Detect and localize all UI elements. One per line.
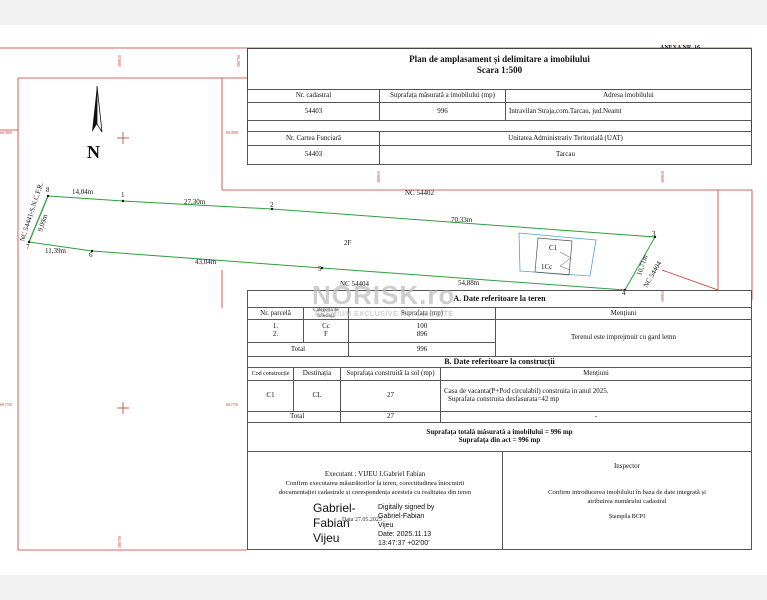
digital-line3: Vijeu: [378, 522, 394, 529]
digital-line2: Gabriel-Fabian: [378, 513, 425, 520]
category-1: Cc: [322, 322, 330, 331]
surface-1: 100: [416, 322, 428, 331]
digital-signature: Digitally signed by Gabriel-Fabian Vijeu…: [378, 503, 434, 548]
category-col: Cc F: [303, 319, 349, 343]
executant-line2: documentației cadastrale și corespondenț…: [278, 489, 472, 496]
total-label-a: Total: [247, 342, 349, 357]
executant-title: Executant : VIJEU I.Gabriel Fabian: [324, 470, 426, 478]
executant-line1: Confirm executarea măsurătorilor la tere…: [285, 480, 465, 487]
dist-2-3: 70,33m: [451, 216, 473, 224]
h-surface: Suprafața măsurată a imobilului (mp): [379, 89, 506, 103]
mention-a: Terenul este imprejmuit cu gard lemn: [495, 319, 752, 357]
val-cf: 54403: [247, 145, 380, 165]
neighbor-top: NC 54402: [405, 189, 434, 197]
dest-cl: CL: [293, 380, 341, 412]
val-cadastral: 54403: [247, 102, 380, 121]
h-dest: Destinația: [293, 367, 341, 381]
stamp-date: Data 27.05.2025: [342, 517, 382, 523]
grid-label-mid2: 580650: [660, 171, 665, 183]
grid-label-left1: 601800: [0, 130, 12, 135]
dist-1-2: 27,30m: [184, 198, 206, 206]
document-sheet: [0, 25, 767, 575]
inspector-stamp: Ștampila BCPI: [608, 514, 646, 520]
point-3: 3: [652, 230, 656, 238]
dist-6-7: 11,39m: [45, 247, 66, 255]
h-mentions-b: Mențiuni: [440, 367, 752, 381]
cod-c1: C1: [247, 380, 294, 412]
totals-box: Suprafața totală măsurată a imobilului =…: [247, 422, 752, 452]
h-uat: Unitatea Administrativ Teritorială (UAT): [379, 131, 752, 146]
point-2: 2: [270, 201, 274, 209]
executant-box: [247, 451, 503, 550]
point-5: 5: [318, 265, 322, 273]
grid-label-bot2: 580700: [117, 536, 122, 548]
dist-3-4: 10,71m: [635, 253, 649, 276]
grid-label-right2: 601750: [226, 402, 238, 407]
mention-b: Casa de vacanta(P+Pod circulabil) constr…: [440, 380, 752, 412]
parcel-nr-1: 1.: [272, 322, 279, 331]
parcel-nr-2: 2.: [272, 330, 279, 338]
point-4: 4: [622, 289, 626, 297]
inspector-line2: atribuirea numărului cadastral: [587, 498, 667, 505]
grid-label-top1: 580650: [117, 55, 122, 67]
digital-line1: Digitally signed by: [378, 504, 435, 511]
signature-name-3: Vijeu: [313, 531, 340, 545]
val-address: Intravilan Straja,com.Tarcau, jud.Neamt: [505, 102, 752, 121]
grid-label-bot1: 580650: [660, 290, 665, 302]
category-2: F: [324, 330, 328, 338]
digital-line4: Date: 2025.11.13: [378, 531, 432, 538]
total-a: 996: [348, 342, 496, 357]
dist-4-5: 54,88m: [458, 279, 480, 287]
mention-b-line2: Suprafata construita desfasurata=42 mp: [448, 395, 560, 403]
signature-name-2: Fabian: [313, 516, 350, 530]
building-label: C1: [549, 244, 558, 252]
h-surface-b: Suprafața construită la sol (mp): [340, 367, 441, 381]
h-cf: Nr. Cartea Funciară: [247, 131, 380, 146]
surface-b: 27: [340, 380, 441, 412]
inspector-line1: Confirm introducerea imobilului în baza …: [548, 489, 706, 496]
watermark-subtitle: PREMIUM EXCLUSIVE REAL ESTATE: [315, 311, 454, 318]
building-c1: [534, 237, 573, 276]
point-6: 6: [89, 251, 93, 259]
point-7: 7: [26, 243, 30, 251]
north-arrow-icon: N: [87, 85, 103, 162]
dist-7-8: 9,09m: [36, 213, 49, 233]
neighbor-bottom: NC 54404: [340, 280, 369, 288]
inspector-title: Inspector: [613, 462, 641, 470]
h-address: Adresa imobilului: [505, 89, 752, 103]
page-title: Plan de amplasament și delimitare a imob…: [409, 54, 590, 64]
parcel-boundary: [28, 195, 656, 291]
surface-col: 100 896: [348, 319, 496, 343]
grid-label-top2: 580700: [236, 55, 241, 67]
parcel-cc-label: 1Cc: [541, 263, 552, 271]
h-cod: Cod construcție: [247, 367, 294, 381]
parcel-label: 2F: [344, 239, 352, 247]
inspector-box: [502, 451, 752, 550]
signature-name-1: Gabriel-: [313, 501, 356, 515]
grid-label-right1: 601800: [226, 130, 238, 135]
parcel-left-edge: [28, 195, 49, 243]
grid-label-left2: 601750: [0, 402, 12, 407]
val-uat: Tarcau: [379, 145, 752, 165]
mention-b-line1: Casa de vacanta(P+Pod circulabil) constr…: [444, 387, 609, 396]
point-8: 8: [46, 186, 50, 194]
north-label: N: [87, 142, 100, 162]
val-surface: 996: [379, 102, 506, 121]
watermark-brand: NORISK.ro: [312, 280, 456, 310]
surface-2: 896: [416, 330, 428, 338]
point-1: 1: [121, 191, 125, 199]
total-surface-measured: Suprafața totală măsurată a imobilului =…: [426, 428, 573, 437]
grid-label-mid1: 580650: [376, 171, 381, 183]
parcel-nr-col: 1. 2.: [247, 319, 304, 343]
signature-name: Gabriel- Fabian Vijeu: [313, 501, 356, 546]
total-surface-act: Suprafața din act = 996 mp: [458, 436, 541, 444]
digital-line5: 13:47:37 +02'00': [378, 540, 430, 547]
h-cadastral: Nr. cadastral: [247, 89, 380, 103]
page-scale: Scara 1:500: [476, 65, 523, 75]
dist-5-6: 43,04m: [195, 258, 217, 266]
dist-8-1: 14,04m: [72, 188, 94, 196]
building-outline: [518, 232, 597, 277]
